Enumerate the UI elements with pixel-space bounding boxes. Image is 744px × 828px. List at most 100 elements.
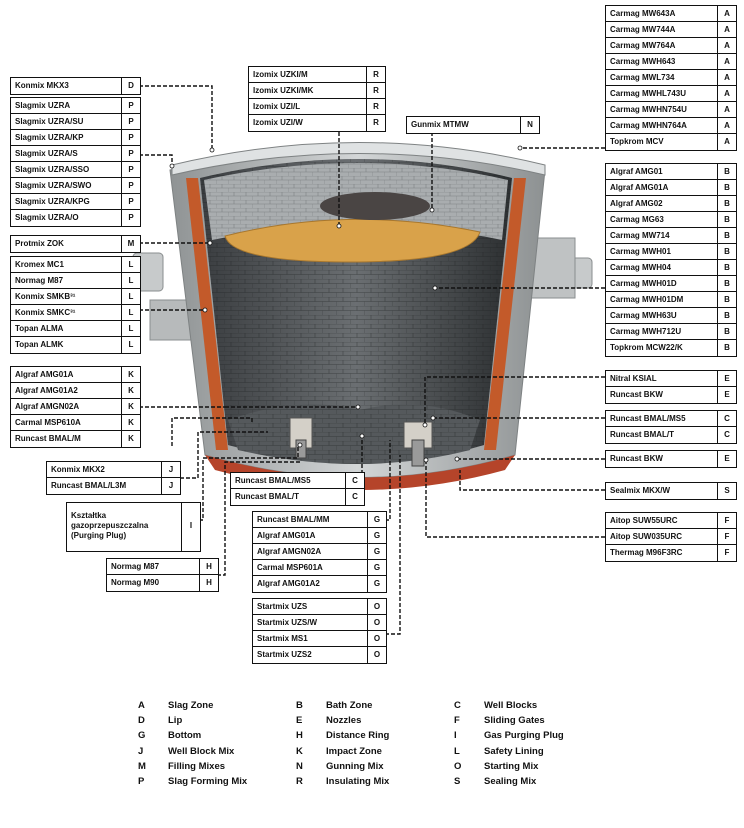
material-name: Carmag MWHN754U [610, 105, 687, 114]
material-name: Carmag MWH712U [610, 327, 682, 336]
material-name: Algraf AMG01A2 [15, 386, 78, 395]
material-name: Topkrom MCV [610, 137, 664, 146]
legend-letter: G [138, 730, 146, 742]
material-name: Izomix UZKI/M [253, 70, 308, 79]
material-name: Izomix UZI/W [253, 118, 303, 127]
legend-item: P Slag Forming Mix [138, 776, 247, 787]
label-row: Normag M87 H [107, 559, 218, 575]
zone-code: K [121, 431, 140, 447]
zone-code: G [367, 560, 386, 575]
legend-letter: M [138, 760, 146, 772]
zone-code: O [367, 647, 386, 663]
zone-code: P [121, 130, 140, 145]
label-box-purging: Kształtka gazoprzepuszczalna (Purging Pl… [66, 502, 201, 552]
material-name: Slagmix UZRA/KP [15, 133, 84, 142]
legend-label: Bath Zone [326, 700, 373, 711]
zone-code: L [121, 289, 140, 304]
material-name: Thermag M96F3RC [610, 548, 683, 557]
material-name: Carmag MW714 [610, 231, 670, 240]
legend-label: Slag Forming Mix [168, 776, 248, 787]
material-name: Runcast BMAL/MM [257, 515, 330, 524]
leader-dots [169, 145, 523, 463]
label-row: Topkrom MCV A [606, 134, 736, 150]
material-name: Algraf AMG02 [610, 199, 663, 208]
material-name: Carmag MW744A [610, 25, 676, 34]
material-name: Normag M87 [111, 562, 160, 571]
legend-label: Starting Mix [484, 760, 539, 772]
zone-code: J [161, 462, 180, 477]
material-name: Kształtka gazoprzepuszczalna (Purging Pl… [71, 511, 149, 540]
material-name: Carmal MSP601A [257, 563, 323, 572]
zone-code: H [199, 559, 218, 574]
material-name: Algraf AMGN02A [257, 547, 322, 556]
zone-code: P [121, 194, 140, 209]
material-name: Konmix MKX2 [51, 465, 105, 474]
material-name: Gunmix MTMW [411, 120, 469, 129]
label-row: Kształtka gazoprzepuszczalna (Purging Pl… [67, 503, 200, 551]
zone-code: J [161, 478, 180, 494]
material-name: Carmag MWL734 [610, 73, 675, 82]
zone-code: P [121, 98, 140, 113]
zone-code: E [717, 451, 736, 467]
zone-code: L [121, 273, 140, 288]
material-name: Carmal MSP610A [15, 418, 81, 427]
material-name: Startmix MS1 [257, 634, 308, 643]
zone-code: A [717, 118, 736, 133]
zone-code: B [717, 228, 736, 243]
legend-letter: O [454, 760, 462, 772]
zone-code: A [717, 22, 736, 37]
legend-letter: J [138, 745, 144, 757]
legend-letter: P [138, 776, 145, 787]
zone-code: A [717, 134, 736, 150]
zone-code: O [367, 631, 386, 646]
material-name: Izomix UZI/L [253, 102, 301, 111]
legend-label: Well Blocks [484, 700, 538, 711]
label-row: Carmag MW714 B [606, 228, 736, 244]
zone-code: F [717, 545, 736, 561]
legend-label: Impact Zone [326, 745, 382, 757]
zone-code: A [717, 6, 736, 21]
zone-code: E [717, 371, 736, 386]
zone-code: F [717, 529, 736, 544]
legend-letter: A [138, 700, 145, 711]
legend-label: Lip [168, 715, 183, 727]
material-name: Slagmix UZRA/SU [15, 117, 84, 126]
zone-code: A [717, 86, 736, 101]
legend-letter: K [296, 745, 303, 757]
zone-code: A [717, 102, 736, 117]
zone-code: B [717, 244, 736, 259]
zone-code: L [121, 337, 140, 353]
